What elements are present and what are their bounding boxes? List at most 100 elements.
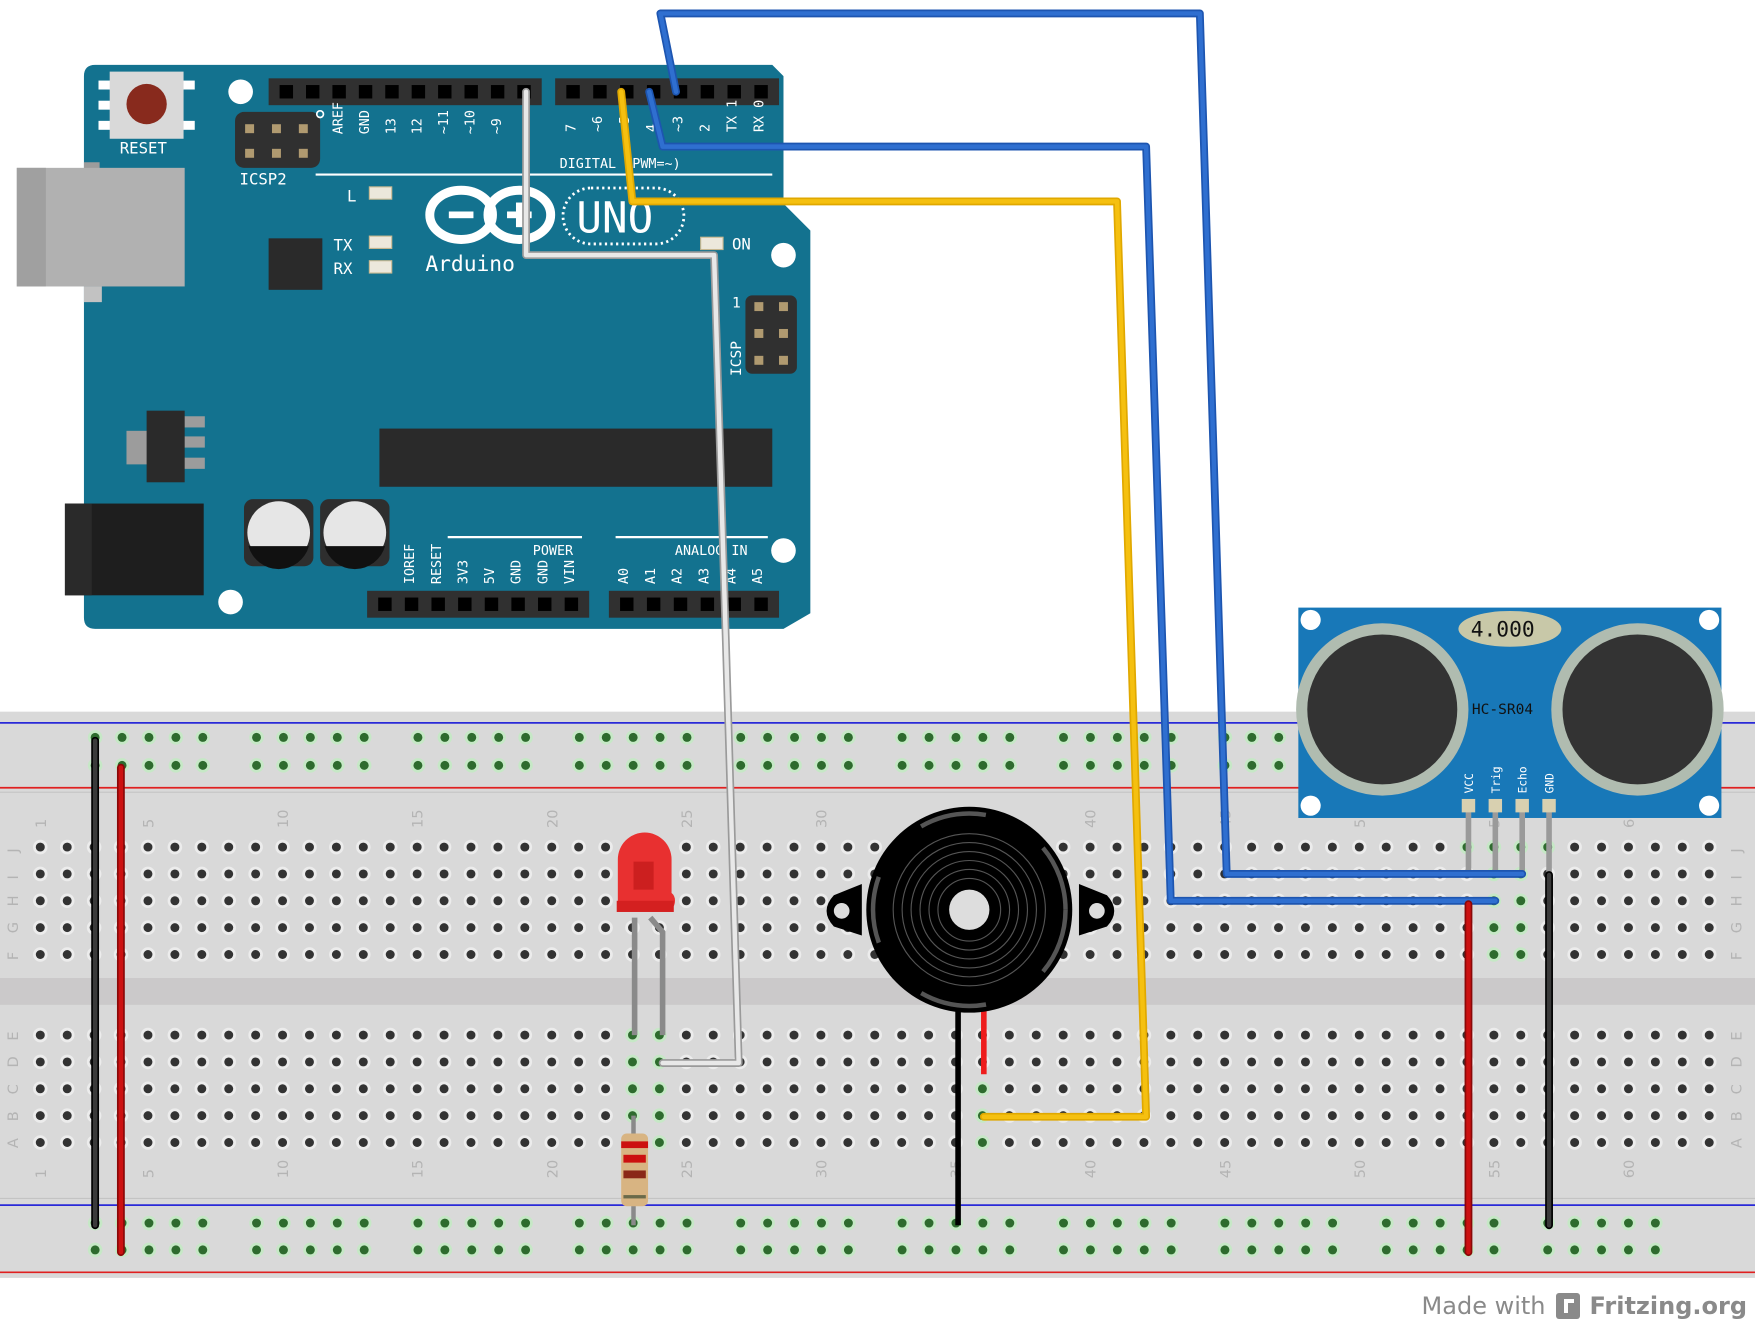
breadboard-hole[interactable]	[1650, 869, 1660, 879]
breadboard-hole[interactable]	[1274, 1111, 1284, 1121]
breadboard-hole[interactable]	[547, 1084, 557, 1094]
breadboard-hole[interactable]	[1435, 842, 1445, 852]
breadboard-hole[interactable]	[601, 950, 611, 959]
breadboard-hole[interactable]	[708, 1138, 718, 1147]
breadboard-hole[interactable]	[816, 842, 826, 852]
breadboard-hole[interactable]	[1327, 1057, 1337, 1067]
breadboard-hole[interactable]	[816, 923, 826, 933]
breadboard-hole[interactable]	[1650, 1057, 1660, 1067]
breadboard-hole[interactable]	[1489, 1111, 1499, 1121]
breadboard-hole[interactable]	[1112, 1218, 1122, 1228]
breadboard-hole[interactable]	[574, 869, 584, 879]
breadboard-hole[interactable]	[816, 869, 826, 879]
breadboard-hole[interactable]	[843, 1138, 853, 1147]
breadboard-hole[interactable]	[1354, 923, 1364, 933]
header-socket[interactable]	[700, 597, 715, 611]
breadboard-hole[interactable]	[762, 1030, 772, 1040]
breadboard-hole[interactable]	[574, 1218, 584, 1228]
breadboard-hole[interactable]	[1193, 950, 1203, 959]
breadboard-hole[interactable]	[1570, 1057, 1580, 1067]
breadboard-hole[interactable]	[897, 1111, 907, 1121]
breadboard-hole[interactable]	[1570, 1245, 1580, 1255]
breadboard-hole[interactable]	[251, 1111, 261, 1121]
breadboard-hole[interactable]	[1597, 1245, 1607, 1255]
breadboard-hole[interactable]	[601, 1138, 611, 1147]
breadboard-hole[interactable]	[1220, 1138, 1230, 1147]
breadboard-hole[interactable]	[251, 923, 261, 933]
breadboard-hole[interactable]	[843, 869, 853, 879]
breadboard-hole[interactable]	[62, 950, 72, 959]
breadboard-hole[interactable]	[35, 1057, 45, 1067]
breadboard-hole[interactable]	[1059, 1245, 1068, 1255]
breadboard-hole[interactable]	[1301, 1218, 1311, 1228]
breadboard-hole[interactable]	[493, 923, 503, 933]
breadboard-hole[interactable]	[870, 1057, 880, 1067]
breadboard-hole[interactable]	[493, 950, 503, 959]
breadboard-hole[interactable]	[736, 1218, 746, 1228]
breadboard-hole[interactable]	[1408, 1138, 1418, 1147]
breadboard-hole[interactable]	[1650, 1030, 1660, 1040]
breadboard-hole[interactable]	[520, 1111, 530, 1121]
breadboard-hole[interactable]	[304, 842, 314, 852]
breadboard-hole[interactable]	[735, 1084, 745, 1094]
breadboard-hole[interactable]	[1381, 950, 1391, 959]
breadboard-hole[interactable]	[763, 1218, 773, 1228]
breadboard-hole[interactable]	[708, 1111, 718, 1121]
breadboard-hole[interactable]	[654, 1111, 664, 1121]
breadboard-hole[interactable]	[951, 732, 961, 742]
breadboard-hole[interactable]	[1704, 950, 1714, 959]
breadboard-hole[interactable]	[1354, 1057, 1364, 1067]
breadboard-hole[interactable]	[1193, 1084, 1203, 1094]
breadboard-hole[interactable]	[1704, 869, 1714, 879]
breadboard-hole[interactable]	[467, 760, 477, 770]
breadboard-hole[interactable]	[1516, 950, 1526, 959]
breadboard-hole[interactable]	[708, 950, 718, 959]
breadboard-hole[interactable]	[493, 842, 503, 852]
breadboard-hole[interactable]	[843, 950, 853, 959]
breadboard-hole[interactable]	[978, 1245, 988, 1255]
breadboard-hole[interactable]	[1247, 1218, 1257, 1228]
breadboard-hole[interactable]	[224, 1057, 234, 1067]
breadboard-hole[interactable]	[1247, 842, 1257, 852]
breadboard-hole[interactable]	[736, 732, 746, 742]
breadboard-hole[interactable]	[520, 923, 530, 933]
breadboard-hole[interactable]	[708, 923, 718, 933]
breadboard-hole[interactable]	[1139, 1245, 1149, 1255]
breadboard-hole[interactable]	[1112, 1057, 1122, 1067]
breadboard-hole[interactable]	[1489, 1218, 1499, 1228]
breadboard-hole[interactable]	[439, 1111, 449, 1121]
breadboard-hole[interactable]	[1005, 1245, 1015, 1255]
breadboard-hole[interactable]	[1677, 1138, 1687, 1147]
breadboard-hole[interactable]	[520, 1084, 530, 1094]
breadboard-hole[interactable]	[1031, 1057, 1041, 1067]
breadboard-hole[interactable]	[817, 732, 826, 742]
breadboard-hole[interactable]	[304, 1111, 314, 1121]
breadboard-hole[interactable]	[439, 923, 449, 933]
breadboard-hole[interactable]	[1247, 760, 1257, 770]
breadboard-hole[interactable]	[1247, 1111, 1257, 1121]
breadboard-hole[interactable]	[305, 760, 315, 770]
header-socket[interactable]	[378, 597, 392, 611]
breadboard-hole[interactable]	[681, 923, 691, 933]
breadboard-hole[interactable]	[1570, 869, 1580, 879]
breadboard-hole[interactable]	[1193, 1111, 1203, 1121]
breadboard-hole[interactable]	[1166, 1057, 1176, 1067]
breadboard-hole[interactable]	[197, 1030, 207, 1040]
breadboard-hole[interactable]	[1354, 1030, 1364, 1040]
breadboard-hole[interactable]	[628, 732, 638, 742]
breadboard-hole[interactable]	[1139, 842, 1149, 852]
breadboard-hole[interactable]	[170, 923, 180, 933]
breadboard-hole[interactable]	[278, 1138, 288, 1147]
breadboard-hole[interactable]	[251, 1057, 261, 1067]
breadboard-hole[interactable]	[62, 1030, 72, 1040]
breadboard-hole[interactable]	[62, 869, 72, 879]
breadboard-hole[interactable]	[440, 1245, 450, 1255]
breadboard-hole[interactable]	[1327, 842, 1337, 852]
breadboard-hole[interactable]	[197, 923, 207, 933]
breadboard-hole[interactable]	[1570, 1138, 1580, 1147]
header-socket[interactable]	[431, 597, 445, 611]
breadboard-hole[interactable]	[305, 1218, 315, 1228]
breadboard-hole[interactable]	[547, 1057, 557, 1067]
breadboard-hole[interactable]	[278, 1218, 288, 1228]
breadboard-hole[interactable]	[1300, 1057, 1310, 1067]
